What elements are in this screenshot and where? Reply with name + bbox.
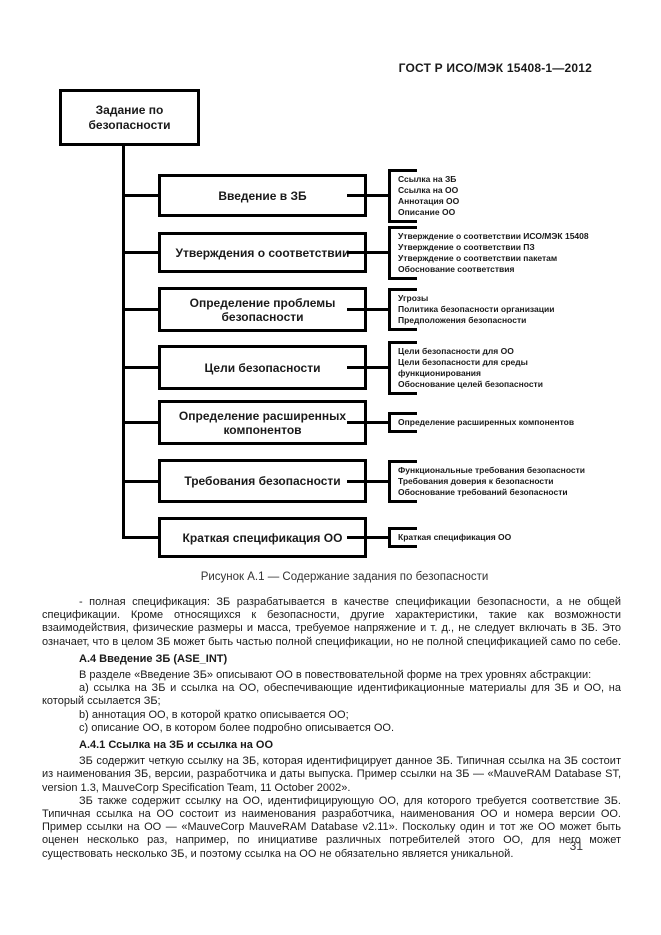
content-bracket: Утверждение о соответствии ИСО/МЭК 15408… <box>388 226 589 280</box>
list-item-text: ссылка на ЗБ и ссылка на ОО, обеспечиваю… <box>42 682 621 708</box>
connector-line <box>122 194 158 197</box>
connector-line <box>122 251 158 254</box>
bracket-items: Определение расширенных компонентов <box>398 417 574 428</box>
connector-line <box>347 194 388 197</box>
figure-caption: Рисунок А.1 — Содержание задания по безо… <box>200 571 489 583</box>
connector-line <box>122 421 158 424</box>
bracket-item: Утверждение о соответствии ПЗ <box>398 242 535 252</box>
connector-line <box>347 366 388 369</box>
list-marker: c) <box>79 721 89 734</box>
connector-line <box>122 536 158 539</box>
section-box-label: Утверждения о соответствии <box>175 245 350 260</box>
bracket-item: Обоснование соответствия <box>398 264 515 274</box>
bracket-item: Ссылка на ОО <box>398 185 459 195</box>
section-box: Определение проблемы безопасности <box>158 287 367 332</box>
bracket-item: Ссылка на ЗБ <box>398 174 457 184</box>
bracket-item: Аннотация ОО <box>398 196 460 206</box>
content-bracket: Определение расширенных компонентов <box>388 412 574 433</box>
section-box-label: Определение проблемы безопасности <box>189 295 336 324</box>
section-box: Введение в ЗБ <box>158 174 367 217</box>
paragraph: В разделе «Введение ЗБ» описывают ОО в п… <box>79 669 592 682</box>
bracket-item: Предположения безопасности <box>398 315 527 325</box>
connector-line <box>347 421 388 424</box>
connector-line <box>347 480 388 483</box>
bracket-item: Краткая спецификация ОО <box>398 532 512 542</box>
paragraph: ЗБ содержит четкую ссылку на ЗБ, которая… <box>42 755 621 794</box>
document-header-title: ГОСТ Р ИСО/МЭК 15408-1—2012 <box>398 61 592 75</box>
content-bracket: Краткая спецификация ОО <box>388 527 511 548</box>
section-heading: А.4 Введение ЗБ (ASE_INT) <box>79 652 228 665</box>
paragraph: - полная спецификация: ЗБ разрабатываетс… <box>42 596 621 648</box>
connector-line <box>347 536 388 539</box>
section-box: Краткая спецификация ОО <box>158 517 367 558</box>
section-heading: А.4.1 Ссылка на ЗБ и ссылка на ОО <box>79 739 274 752</box>
connector-line <box>347 251 388 254</box>
section-box-label: Требования безопасности <box>184 474 341 488</box>
paragraph: ЗБ также содержит ссылку на ОО, идентифи… <box>42 794 621 860</box>
page-number: 31 <box>569 839 583 853</box>
bracket-item: Функциональные требования безопасности <box>398 465 586 475</box>
bracket-item: Обоснование требований безопасности <box>398 487 568 497</box>
bracket-item: Цели безопасности для ОО <box>398 346 514 356</box>
connector-line <box>122 308 158 311</box>
bracket-item: Цели безопасности для среды функциониров… <box>398 357 528 378</box>
bracket-item: Определение расширенных компонентов <box>398 417 575 427</box>
section-box: Цели безопасности <box>158 345 367 390</box>
bracket-item: Угрозы <box>398 293 429 303</box>
bracket-item: Описание ОО <box>398 207 456 217</box>
root-box: Задание по безопасности <box>59 89 200 146</box>
body-text: - полная спецификация: ЗБ разрабатываетс… <box>42 596 621 861</box>
section-box-label: Определение расширенных компонентов <box>178 408 347 437</box>
connector-line <box>347 308 388 311</box>
bracket-item: Утверждение о соответствии пакетам <box>398 253 558 263</box>
bracket-item: Требования доверия к безопасности <box>398 476 554 486</box>
bracket-item: Утверждение о соответствии ИСО/МЭК 15408 <box>398 231 589 241</box>
bracket-item: Обоснование целей безопасности <box>398 379 543 389</box>
list-marker: a) <box>79 682 89 695</box>
connector-line <box>122 480 158 483</box>
trunk-line <box>122 146 125 538</box>
section-box-label: Цели безопасности <box>204 360 321 375</box>
section-box: Требования безопасности <box>158 459 367 503</box>
list-item: c) описание ОО, в котором более подробно… <box>42 722 621 735</box>
bracket-item: Политика безопасности организации <box>398 304 555 314</box>
section-box-label: Введение в ЗБ <box>218 188 307 203</box>
section-box: Определение расширенных компонентов <box>158 400 367 445</box>
list-item-text: аннотация ОО, в которой кратко описывает… <box>91 708 349 721</box>
section-box-label: Краткая спецификация ОО <box>182 530 343 545</box>
list-item: a) ссылка на ЗБ и ссылка на ОО, обеспечи… <box>42 682 621 708</box>
bracket-items: Утверждение о соответствии ИСО/МЭК 15408… <box>398 231 589 275</box>
list-item-text: описание ОО, в котором более подробно оп… <box>91 721 395 734</box>
section-box: Утверждения о соответствии <box>158 232 367 273</box>
bracket-items: Краткая спецификация ОО <box>398 532 511 543</box>
list-item: b) аннотация ОО, в которой кратко описыв… <box>42 709 621 722</box>
list-marker: b) <box>79 708 89 721</box>
connector-line <box>122 366 158 369</box>
